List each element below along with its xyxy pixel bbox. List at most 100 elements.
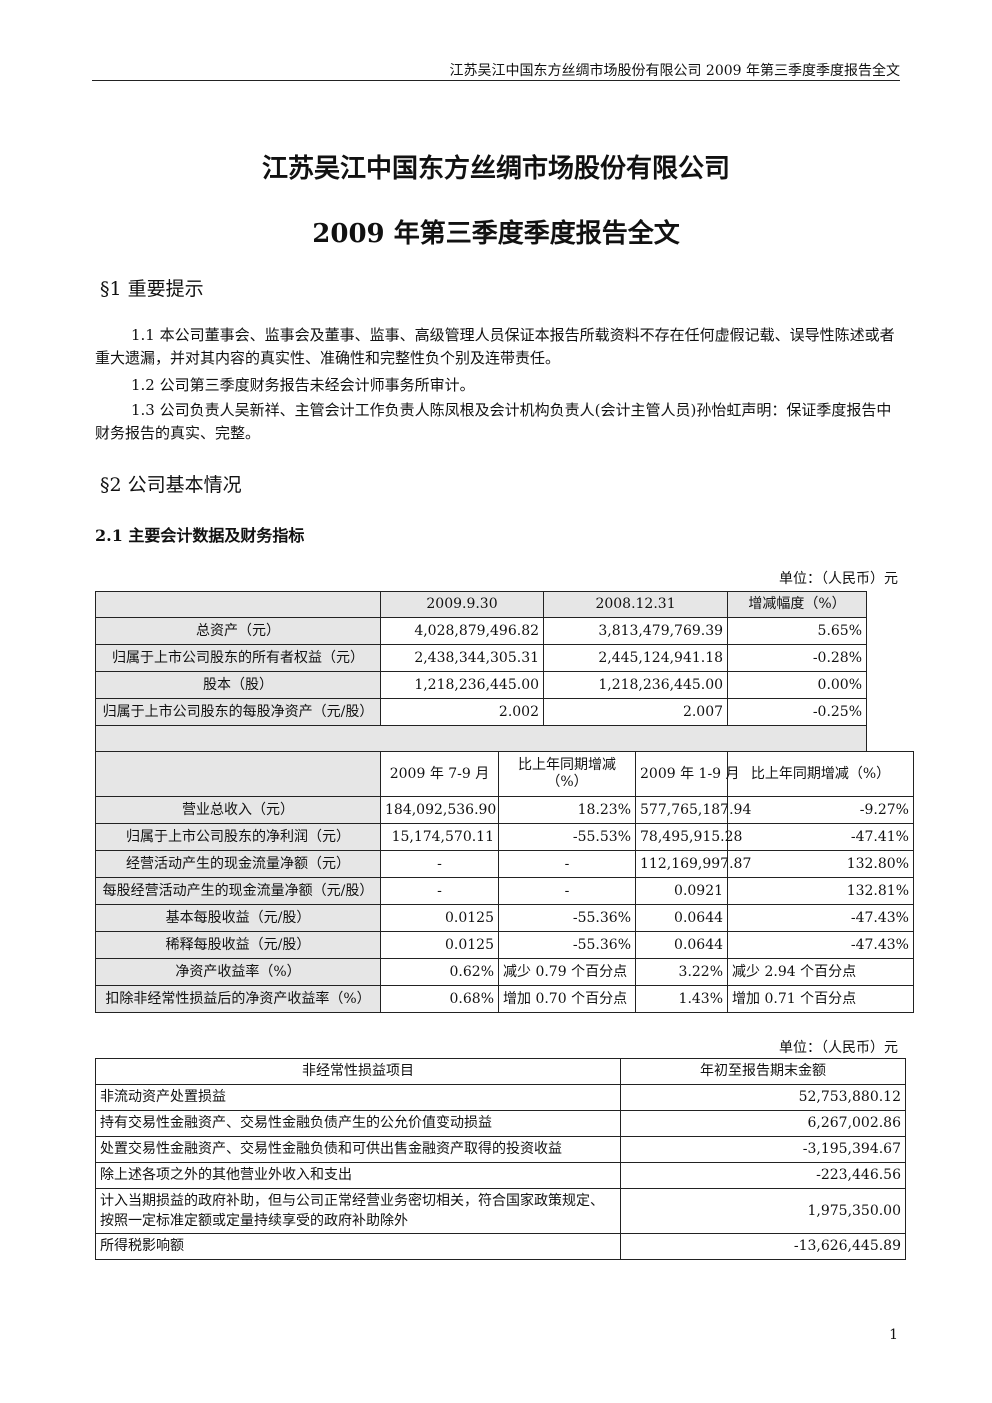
running-header: 江苏吴江中国东方丝绸市场股份有限公司 2009 年第三季度季度报告全文 <box>449 63 900 79</box>
financial-indicators-table: 2009.9.30 2008.12.31 增减幅度（%） 总资产（元） 4,02… <box>94 591 914 1013</box>
row-label: 基本每股收益（元/股） <box>95 904 381 932</box>
table-row: 处置交易性金融资产、交易性金融负债和可供出售金融资产取得的投资收益 -3,195… <box>95 1136 906 1163</box>
row-label: 归属于上市公司股东的每股净资产（元/股） <box>95 698 381 726</box>
row-label: 经营活动产生的现金流量净额（元） <box>95 850 381 878</box>
column-header: 2009.9.30 <box>379 591 545 618</box>
table-cell: - <box>497 850 637 878</box>
table-row: 每股经营活动产生的现金流量净额（元/股） - - 0.0921 132.81% <box>95 877 914 905</box>
table-row: 持有交易性金融资产、交易性金融负债产生的公允价值变动损益 6,267,002.8… <box>95 1110 906 1137</box>
spacer-cell <box>94 725 868 752</box>
table-cell: 0.0125 <box>380 931 499 959</box>
table-cell: 112,169,997.87 <box>635 850 751 878</box>
table-cell: 4,028,879,496.82 <box>379 617 545 645</box>
table-row: 归属于上市公司股东的净利润（元） 15,174,570.11 -55.53% 7… <box>95 823 914 851</box>
table-cell: 0.0921 <box>635 877 729 905</box>
table-cell: - <box>380 877 499 905</box>
column-header: 增减幅度（%） <box>727 591 868 618</box>
row-label: 每股经营活动产生的现金流量净额（元/股） <box>95 877 381 905</box>
table-row: 扣除非经常性损益后的净资产收益率（%） 0.68% 增加 0.70 个百分点 1… <box>95 985 914 1013</box>
table-cell: -47.41% <box>727 823 914 851</box>
table-row: 基本每股收益（元/股） 0.0125 -55.36% 0.0644 -47.43… <box>95 904 914 932</box>
header-rule <box>92 80 900 81</box>
table-cell: 0.62% <box>380 958 499 986</box>
table-cell: -0.25% <box>727 698 868 726</box>
table-cell: 0.00% <box>727 671 868 699</box>
column-header: 比上年同期增减（%） <box>497 751 637 797</box>
table-cell: 3.22% <box>635 958 729 986</box>
table-cell: 0.0644 <box>635 931 729 959</box>
column-header: 2009 年 1-9 月 <box>635 751 740 797</box>
table-cell: -55.36% <box>497 904 637 932</box>
table-header-row: 2009.9.30 2008.12.31 增减幅度（%） <box>95 591 914 618</box>
row-label: 净资产收益率（%） <box>95 958 381 986</box>
table-cell: 1.43% <box>635 985 729 1013</box>
table-cell: 78,495,915.28 <box>635 823 742 851</box>
table-cell: 132.80% <box>727 850 914 878</box>
column-header: 2009 年 7-9 月 <box>380 751 499 797</box>
unit-label: 单位：（人民币）元 <box>779 571 898 587</box>
page-number: 1 <box>889 1327 898 1343</box>
table-row: 经营活动产生的现金流量净额（元） - - 112,169,997.87 132.… <box>95 850 914 878</box>
table-row: 非流动资产处置损益 52,753,880.12 <box>95 1084 906 1111</box>
row-label: 归属于上市公司股东的所有者权益（元） <box>95 644 381 672</box>
table-cell: - <box>380 850 499 878</box>
unit-label: 单位：（人民币）元 <box>779 1040 898 1056</box>
item-cell: 非流动资产处置损益 <box>95 1084 621 1111</box>
table-corner-cell <box>95 751 381 797</box>
table-row: 营业总收入（元） 184,092,536.90 18.23% 577,765,1… <box>95 796 914 824</box>
item-cell: 处置交易性金融资产、交易性金融负债和可供出售金融资产取得的投资收益 <box>95 1136 621 1163</box>
table-cell: 减少 2.94 个百分点 <box>727 958 914 986</box>
table-cell: -0.28% <box>727 644 868 672</box>
column-header: 非经常性损益项目 <box>95 1058 621 1085</box>
column-header: 比上年同期增减（%） <box>727 751 914 797</box>
table-cell: 增加 0.70 个百分点 <box>497 985 637 1013</box>
table-cell: 1,218,236,445.00 <box>379 671 545 699</box>
row-label: 扣除非经常性损益后的净资产收益率（%） <box>95 985 381 1013</box>
table-cell: 2.007 <box>543 698 729 726</box>
table-cell: -55.53% <box>497 823 637 851</box>
table-cell: 2,438,344,305.31 <box>379 644 545 672</box>
table-cell: 2,445,124,941.18 <box>543 644 729 672</box>
table-cell: - <box>497 877 637 905</box>
table-row: 股本（股） 1,218,236,445.00 1,218,236,445.00 … <box>95 671 914 699</box>
table-cell: 0.68% <box>380 985 499 1013</box>
table-cell: 0.0644 <box>635 904 729 932</box>
table-cell: 577,765,187.94 <box>635 796 751 824</box>
table-row: 稀释每股收益（元/股） 0.0125 -55.36% 0.0644 -47.43… <box>95 931 914 959</box>
item-cell: 计入当期损益的政府补助，但与公司正常经营业务密切相关，符合国家政策规定、按照一定… <box>95 1188 621 1234</box>
paragraph-1-1: 1.1 本公司董事会、监事会及董事、监事、高级管理人员保证本报告所载资料不存在任… <box>95 326 895 367</box>
table-cell: 增加 0.71 个百分点 <box>727 985 914 1013</box>
table-corner-cell <box>95 591 381 618</box>
table-cell: 2.002 <box>379 698 545 726</box>
table-cell: 3,813,479,769.39 <box>543 617 729 645</box>
table-row: 归属于上市公司股东的所有者权益（元） 2,438,344,305.31 2,44… <box>95 644 914 672</box>
row-label: 稀释每股收益（元/股） <box>95 931 381 959</box>
table-cell: 1,218,236,445.00 <box>543 671 729 699</box>
table-cell: 15,174,570.11 <box>380 823 499 851</box>
table-cell: 18.23% <box>497 796 637 824</box>
table-row: 归属于上市公司股东的每股净资产（元/股） 2.002 2.007 -0.25% <box>95 698 914 726</box>
company-title: 江苏吴江中国东方丝绸市场股份有限公司 <box>261 154 730 184</box>
amount-cell: -223,446.56 <box>620 1162 906 1189</box>
row-label: 总资产（元） <box>95 617 381 645</box>
row-label: 股本（股） <box>95 671 381 699</box>
section-2-heading: §2 公司基本情况 <box>100 474 242 496</box>
table-cell: -55.36% <box>497 931 637 959</box>
column-header: 年初至报告期末金额 <box>620 1058 906 1085</box>
row-label: 归属于上市公司股东的净利润（元） <box>95 823 381 851</box>
subsection-2-1-heading: 2.1 主要会计数据及财务指标 <box>95 526 305 545</box>
table-row: 净资产收益率（%） 0.62% 减少 0.79 个百分点 3.22% 减少 2.… <box>95 958 914 986</box>
report-title: 2009 年第三季度季度报告全文 <box>312 219 680 249</box>
table-cell: -47.43% <box>727 931 914 959</box>
table-header-row: 2009 年 7-9 月 比上年同期增减（%） 2009 年 1-9 月 比上年… <box>95 751 914 797</box>
paragraph-1-2: 1.2 公司第三季度财务报告未经会计师事务所审计。 <box>131 376 475 394</box>
table-header-row: 非经常性损益项目 年初至报告期末金额 <box>95 1058 906 1085</box>
amount-cell: -13,626,445.89 <box>620 1233 906 1260</box>
amount-cell: 52,753,880.12 <box>620 1084 906 1111</box>
table-row: 计入当期损益的政府补助，但与公司正常经营业务密切相关，符合国家政策规定、按照一定… <box>95 1188 906 1234</box>
paragraph-1-3: 1.3 公司负责人吴新祥、主管会计工作负责人陈凤根及会计机构负责人(会计主管人员… <box>95 401 892 442</box>
column-header: 2008.12.31 <box>543 591 729 618</box>
item-cell: 持有交易性金融资产、交易性金融负债产生的公允价值变动损益 <box>95 1110 621 1137</box>
table-cell: 5.65% <box>727 617 868 645</box>
table-cell: -47.43% <box>727 904 914 932</box>
